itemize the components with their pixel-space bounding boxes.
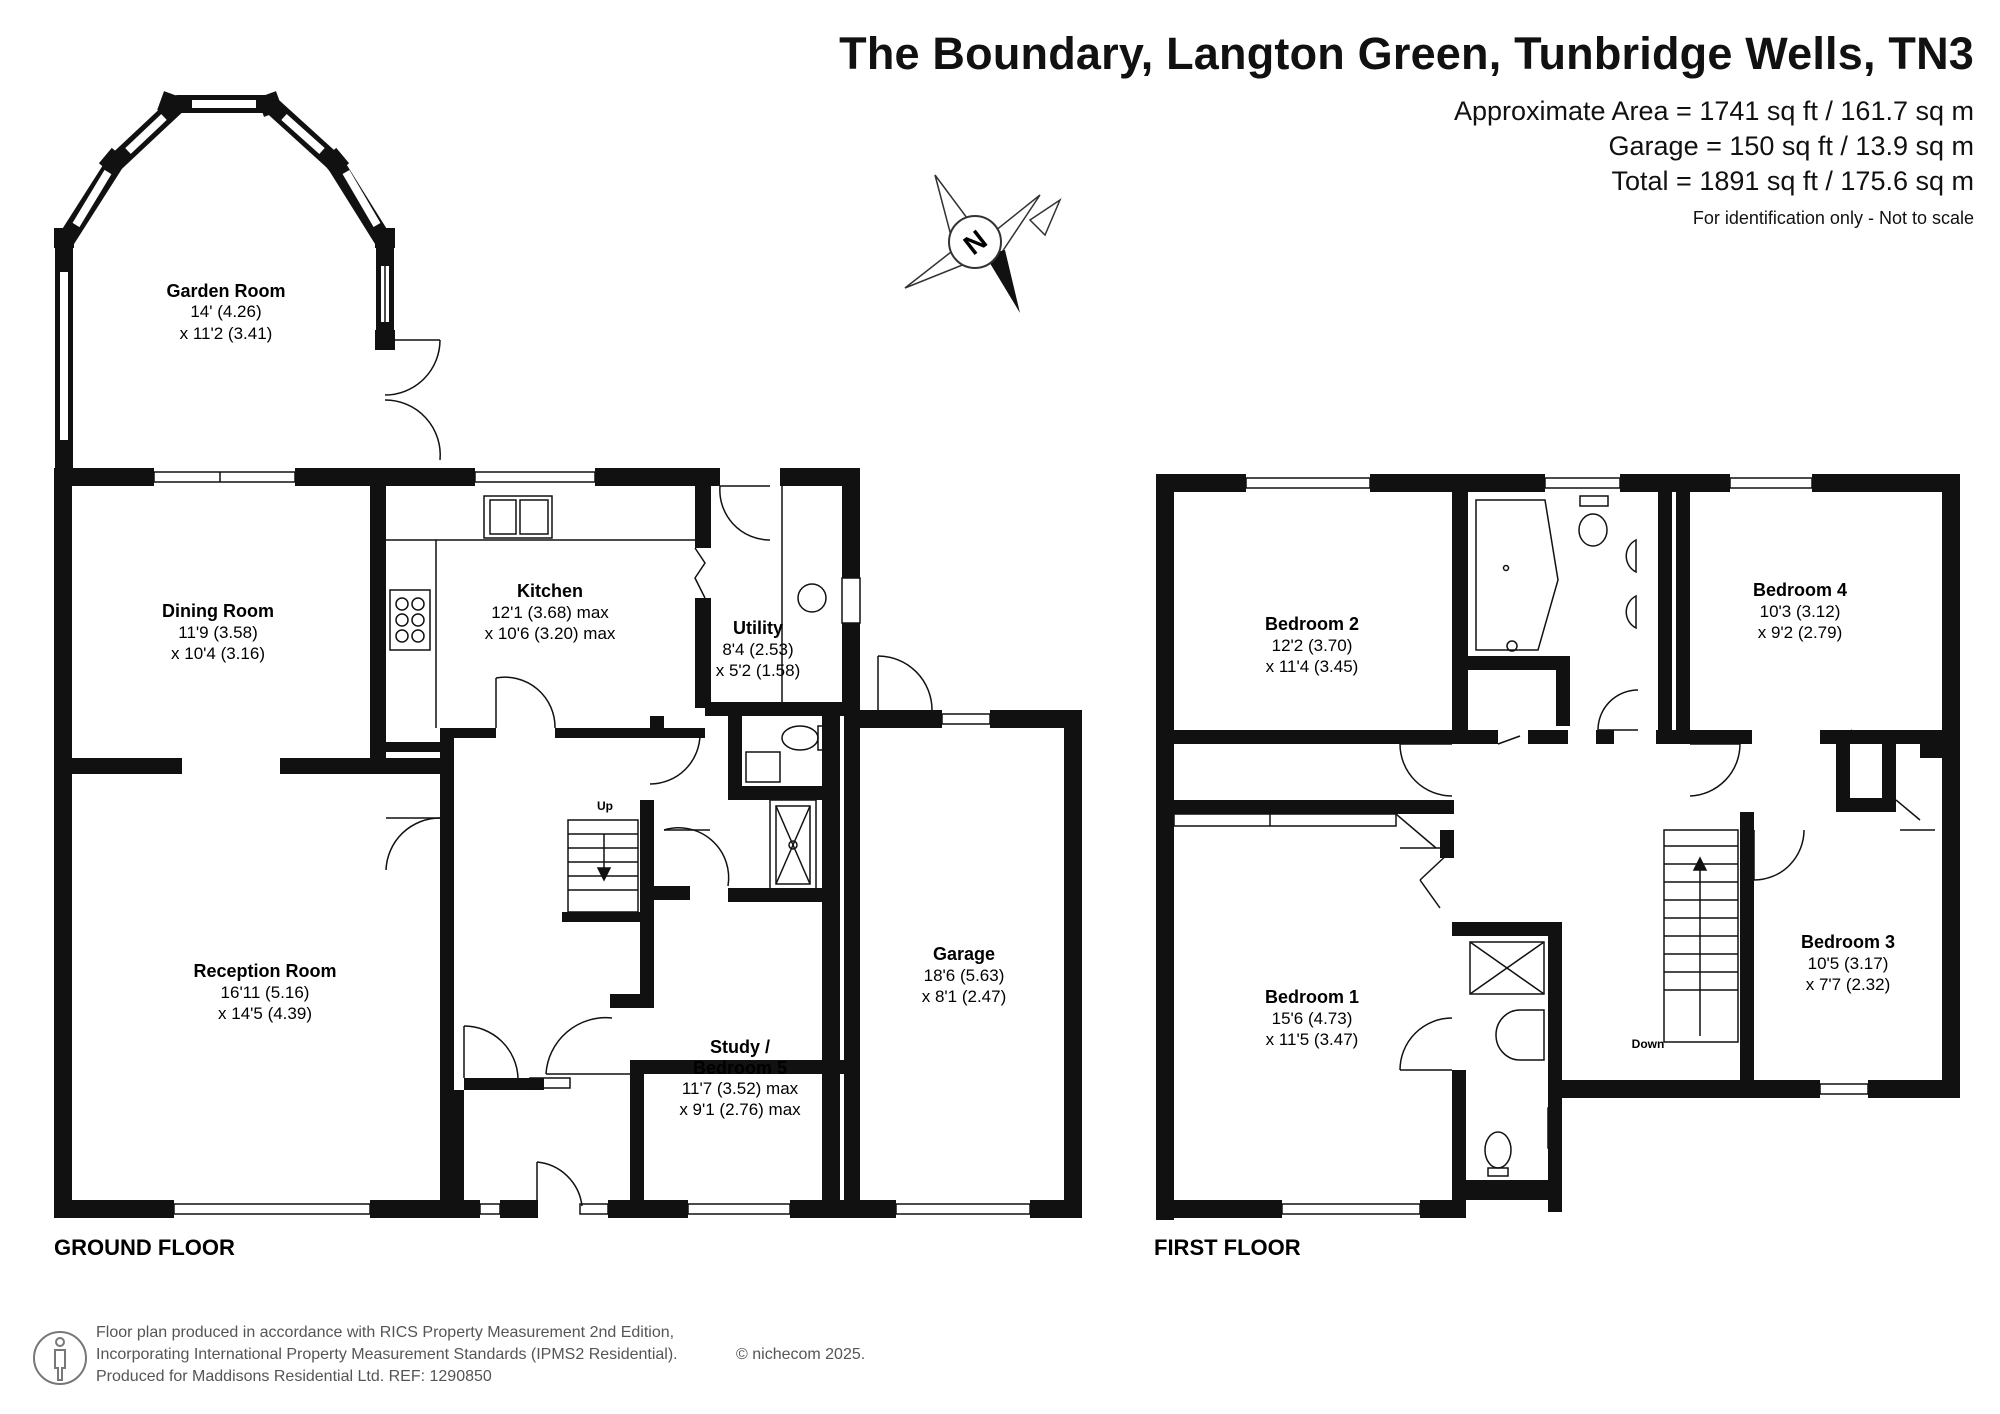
utility-dim2: x 5'2 (1.58)	[716, 661, 801, 680]
bedroom4-name: Bedroom 4	[1753, 580, 1847, 600]
bedroom1-dim2: x 11'5 (3.47)	[1266, 1030, 1359, 1049]
kitchen-dim1: 12'1 (3.68) max	[491, 603, 609, 622]
plan-title: The Boundary, Langton Green, Tunbridge W…	[839, 28, 1974, 79]
first-floor-label: FIRST FLOOR	[1154, 1235, 1301, 1260]
dining-room-dim1: 11'9 (3.58)	[178, 623, 257, 642]
utility-name: Utility	[733, 618, 783, 638]
approximate-area: Approximate Area = 1741 sq ft / 161.7 sq…	[1453, 96, 1974, 126]
footer-line3: Produced for Maddisons Residential Ltd. …	[96, 1368, 492, 1385]
study-name-line1: Study /	[710, 1037, 770, 1057]
dining-room-name: Dining Room	[162, 601, 274, 621]
bedroom2-dim1: 12'2 (3.70)	[1272, 636, 1353, 655]
reception-room-dim1: 16'11 (5.16)	[221, 983, 310, 1002]
footer-copyright: © nichecom 2025.	[736, 1346, 866, 1363]
study-name-line2: Bedroom 5	[693, 1058, 787, 1078]
bedroom4-dim1: 10'3 (3.12)	[1760, 602, 1841, 621]
garden-room-dim1: 14' (4.26)	[190, 302, 261, 321]
reception-room-name: Reception Room	[193, 961, 336, 981]
study-dim1: 11'7 (3.52) max	[682, 1079, 799, 1098]
garden-room-name: Garden Room	[166, 281, 285, 301]
bedroom2-name: Bedroom 2	[1265, 614, 1359, 634]
footer-line2: Incorporating International Property Mea…	[96, 1346, 678, 1363]
person-icon	[33, 1331, 87, 1385]
ground-floor-label: GROUND FLOOR	[54, 1235, 235, 1260]
total-area: Total = 1891 sq ft / 175.6 sq m	[1611, 166, 1974, 196]
bedroom2-dim2: x 11'4 (3.45)	[1266, 657, 1359, 676]
reception-room-dim2: x 14'5 (4.39)	[218, 1004, 312, 1023]
bedroom4-dim2: x 9'2 (2.79)	[1758, 623, 1843, 642]
kitchen-dim2: x 10'6 (3.20) max	[485, 624, 616, 643]
kitchen-name: Kitchen	[517, 581, 583, 601]
stairs-up-label: Up	[597, 799, 613, 813]
bedroom3-dim1: 10'5 (3.17)	[1808, 954, 1889, 973]
dining-room-dim2: x 10'4 (3.16)	[171, 644, 265, 663]
scale-note: For identification only - Not to scale	[1692, 208, 1974, 228]
room-labels: Garden Room 14' (4.26) x 11'2 (3.41) Din…	[54, 281, 1895, 1260]
bedroom3-name: Bedroom 3	[1801, 932, 1895, 952]
stairs-down-label: Down	[1632, 1037, 1665, 1051]
garden-room-dim2: x 11'2 (3.41)	[180, 324, 273, 343]
first-floor	[1156, 474, 1960, 1220]
study-dim2: x 9'1 (2.76) max	[679, 1100, 801, 1119]
footer-credits: Floor plan produced in accordance with R…	[96, 1322, 865, 1388]
compass-icon: N	[904, 174, 1062, 313]
bedroom1-name: Bedroom 1	[1265, 987, 1359, 1007]
footer-line1: Floor plan produced in accordance with R…	[96, 1324, 675, 1341]
ground-floor	[54, 91, 1082, 1218]
bedroom1-dim1: 15'6 (4.73)	[1272, 1009, 1353, 1028]
utility-dim1: 8'4 (2.53)	[722, 640, 793, 659]
garage-dim1: 18'6 (5.63)	[924, 966, 1005, 985]
garage-dim2: x 8'1 (2.47)	[922, 987, 1007, 1006]
garage-area: Garage = 150 sq ft / 13.9 sq m	[1608, 131, 1974, 161]
bedroom3-dim2: x 7'7 (2.32)	[1806, 975, 1891, 994]
garage-name: Garage	[933, 944, 995, 964]
